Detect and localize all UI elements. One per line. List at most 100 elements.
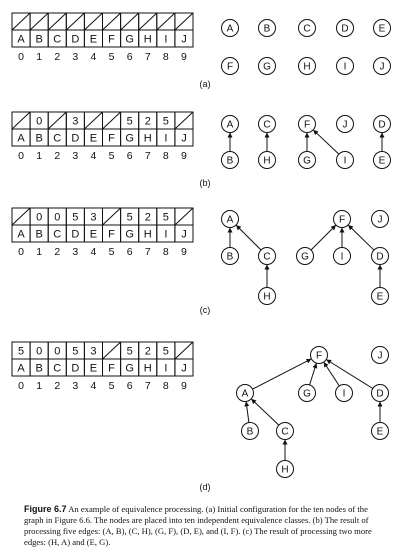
edge-arrow xyxy=(236,225,262,251)
node-label: F xyxy=(339,215,345,226)
node-label: B xyxy=(227,156,234,167)
node-label: I xyxy=(344,156,347,167)
node-label: J xyxy=(378,351,383,362)
array-index: 9 xyxy=(181,150,187,162)
parent-value: 3 xyxy=(90,346,96,358)
node-circle xyxy=(258,247,276,265)
array-index: 6 xyxy=(127,380,133,392)
caption-label: Figure 6.7 xyxy=(24,504,67,514)
parent-value: 0 xyxy=(36,346,42,358)
tree-node: I xyxy=(336,57,354,75)
tree-node: H xyxy=(258,151,276,169)
node-letter: B xyxy=(35,34,42,46)
null-slash xyxy=(174,12,194,31)
null-slash xyxy=(102,111,121,130)
node-letter: C xyxy=(53,133,61,145)
tree-node: E xyxy=(371,287,389,305)
caption-text: An example of equivalence processing. (a… xyxy=(24,504,372,547)
edge-arrow xyxy=(310,225,336,251)
node-letter: D xyxy=(71,363,79,375)
node-letter: D xyxy=(71,34,79,46)
array-index: 5 xyxy=(109,246,115,258)
node-letter: I xyxy=(164,363,167,375)
node-letter: E xyxy=(90,363,97,375)
node-circle xyxy=(371,422,389,440)
tree-node: G xyxy=(258,57,276,75)
node-label: A xyxy=(227,215,234,226)
node-circle xyxy=(298,19,316,37)
edge-arrow xyxy=(326,359,374,389)
array-index: 3 xyxy=(72,51,78,63)
node-label: H xyxy=(281,465,288,476)
parent-value: 5 xyxy=(72,346,78,358)
node-label: D xyxy=(376,252,383,263)
array-index: 1 xyxy=(36,150,42,162)
array-index: 8 xyxy=(163,246,169,258)
parent-value: 2 xyxy=(145,346,151,358)
array-index: 5 xyxy=(109,150,115,162)
node-label: H xyxy=(263,292,270,303)
tree-node: B xyxy=(258,19,276,37)
array-index: 4 xyxy=(91,380,97,392)
tree-node: E xyxy=(371,422,389,440)
tree-node: C xyxy=(298,19,316,37)
array-index: 5 xyxy=(109,380,115,392)
node-letter: D xyxy=(71,133,79,145)
node-letter: J xyxy=(181,229,187,241)
parent-value: 5 xyxy=(163,116,169,128)
parent-value: 5 xyxy=(127,346,133,358)
letter-cell xyxy=(174,128,194,147)
parent-value: 5 xyxy=(18,346,24,358)
tree-node: J xyxy=(371,346,389,364)
node-letter: F xyxy=(108,133,115,145)
panel-label: (d) xyxy=(200,482,211,492)
node-label: J xyxy=(378,215,383,226)
node-circle xyxy=(236,384,254,402)
panel-label: (b) xyxy=(200,178,211,188)
node-letter: C xyxy=(53,363,61,375)
node-letter: G xyxy=(125,133,134,145)
tree-node: H xyxy=(276,460,294,478)
tree-node: F xyxy=(298,115,316,133)
null-slash xyxy=(156,12,176,31)
node-label: F xyxy=(316,351,322,362)
node-letter: H xyxy=(144,133,152,145)
array-index: 0 xyxy=(18,246,24,258)
node-letter: F xyxy=(108,229,115,241)
panel-label: (c) xyxy=(200,305,211,315)
node-label: G xyxy=(301,252,309,263)
array-index: 1 xyxy=(36,51,42,63)
node-letter: F xyxy=(108,34,115,46)
node-label: F xyxy=(227,62,233,73)
node-circle xyxy=(221,210,239,228)
array-index: 2 xyxy=(54,380,60,392)
tree-node: I xyxy=(335,384,353,402)
tree-node: H xyxy=(258,287,276,305)
null-slash xyxy=(174,207,194,226)
parent-value: 0 xyxy=(54,346,60,358)
null-slash xyxy=(11,111,31,130)
node-circle xyxy=(335,384,353,402)
array-index: 0 xyxy=(18,51,24,63)
array-index: 4 xyxy=(91,51,97,63)
parent-value: 5 xyxy=(72,212,78,224)
node-circle xyxy=(258,57,276,75)
null-slash xyxy=(120,12,140,31)
tree-node: B xyxy=(221,247,239,265)
array-index: 8 xyxy=(163,51,169,63)
node-letter: A xyxy=(17,133,25,145)
tree-node: J xyxy=(373,57,391,75)
array-index: 2 xyxy=(54,51,60,63)
node-letter: C xyxy=(53,229,61,241)
tree-node: I xyxy=(336,151,354,169)
tree-node: H xyxy=(298,57,316,75)
node-circle xyxy=(373,19,391,37)
node-label: D xyxy=(341,24,348,35)
node-circle xyxy=(241,422,259,440)
tree-node: C xyxy=(258,115,276,133)
